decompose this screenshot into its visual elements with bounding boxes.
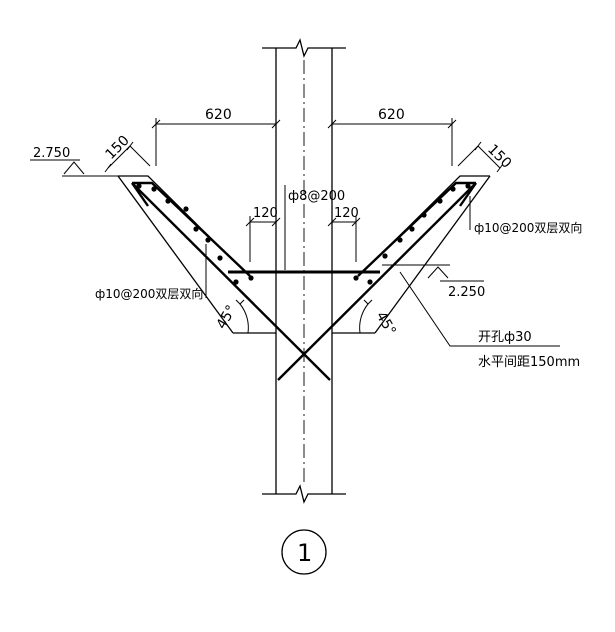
elevation-2750: 2.750: [30, 146, 118, 177]
left-rebar-callout: ф10@200双层双向: [95, 244, 207, 301]
dim-150-right-label: 150: [484, 142, 514, 172]
left-rebar-label: ф10@200双层双向: [95, 286, 203, 301]
dimension-120-left: 120: [245, 206, 281, 262]
angle-left-label: 45°: [214, 302, 240, 332]
hole-note-line1: 开孔ф30: [478, 330, 532, 345]
dimension-620-left: 620: [151, 107, 281, 166]
dimension-150-left: 150: [103, 133, 151, 173]
dimension-120-right: 120: [327, 206, 361, 262]
dim-150-left-label: 150: [103, 133, 133, 163]
dim-120-left-label: 120: [253, 206, 278, 221]
elevation-2250: 2.250: [382, 264, 485, 300]
detail-number-bubble: 1: [281, 529, 327, 575]
elevation-lower-right-label: 2.250: [448, 285, 485, 300]
center-rebar-callout: ф8@200: [284, 185, 345, 270]
dimension-620-right: 620: [327, 107, 457, 166]
elevation-top-left-label: 2.750: [33, 146, 70, 161]
angle-right-label: 45°: [373, 309, 399, 339]
dim-620-right-label: 620: [378, 107, 405, 123]
right-rebar-label: ф10@200双层双向: [474, 220, 582, 235]
center-rebar-label: ф8@200: [288, 189, 345, 204]
right-inclined-slab: [277, 175, 491, 381]
detail-number-label: 1: [297, 539, 312, 567]
hole-note-line2: 水平间距150mm: [478, 355, 580, 370]
dim-620-left-label: 620: [205, 107, 232, 123]
dimension-150-right: 150: [457, 142, 514, 173]
right-rebar-callout: ф10@200双层双向: [469, 196, 582, 235]
angle-45-left: 45°: [214, 299, 249, 334]
left-inclined-slab: [117, 175, 331, 381]
dim-120-right-label: 120: [334, 206, 359, 221]
hole-note: 开孔ф30 水平间距150mm: [399, 271, 580, 370]
rebar-dots: [136, 183, 471, 285]
